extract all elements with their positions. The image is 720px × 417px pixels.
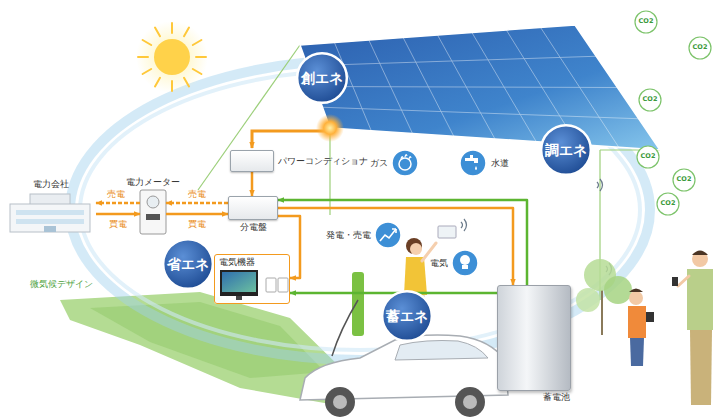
energy-flow-arrow (278, 200, 527, 285)
node-label: ガス (370, 158, 388, 168)
utility-icon: 電気 (452, 250, 478, 276)
water-icon (460, 150, 486, 176)
sun (154, 39, 190, 75)
outlets (266, 278, 288, 292)
wireless-signal (461, 179, 612, 275)
power-meter: 電力メーター (140, 190, 166, 234)
energy-flow-arrow (96, 202, 140, 205)
energy-flow-arrow (278, 208, 513, 285)
text-holder: 発電・売電 (326, 230, 371, 240)
text-holder: 蓄エネ (386, 308, 428, 325)
text-holder: ガス (370, 158, 388, 168)
co2-label: CO2 (643, 96, 658, 104)
node-label: 電気機器 (219, 257, 255, 268)
node-label: 分電盤 (240, 222, 267, 233)
edge-label: 買電 (109, 219, 127, 230)
circle-fill (541, 125, 591, 175)
node-label: 蓄電池 (543, 392, 570, 403)
text-holder: 分電盤 (240, 222, 267, 233)
storage-battery: 蓄電池 (497, 285, 571, 391)
category-circle: 調エネ (539, 123, 593, 177)
node-label: 発電・売電 (326, 230, 371, 240)
trees (576, 259, 632, 335)
co2-label: CO2 (661, 200, 676, 208)
energy-flow-arrow (278, 216, 300, 278)
node-label: 省エネ (167, 256, 209, 273)
node-label: 電力メーター (126, 177, 180, 188)
co2-bubbles (635, 11, 711, 215)
text-holder: 蓄電池 (543, 392, 570, 403)
sunlight-spot (316, 114, 344, 142)
text-holder: 電力会社 (33, 179, 69, 190)
electricity-icon (452, 250, 478, 276)
appliance-panel: 電気機器 (214, 254, 290, 304)
solar-panel-grid (308, 28, 639, 148)
solar-panel (300, 25, 660, 150)
co2-label: CO2 (639, 18, 654, 26)
power-meter-device (140, 190, 166, 234)
energy-flow-arrow (96, 213, 140, 216)
circle-fill (163, 239, 213, 289)
power-company: 電力会社 (6, 192, 96, 234)
text-holder: パワーコンディショナ (278, 156, 368, 166)
category-circle: 創エネ (295, 51, 349, 105)
node-label: 創エネ (301, 70, 343, 87)
circle-fill (297, 53, 347, 103)
text-holder: 調エネ (545, 142, 587, 159)
text-holder: 創エネ (301, 70, 343, 87)
edge-label: 売電 (107, 189, 125, 200)
node-label: 電気 (430, 258, 448, 268)
text-holder: 電力メーター (126, 177, 180, 188)
child-figure (628, 289, 654, 367)
text-holder: 電気機器 (219, 257, 255, 268)
appliance-panel-ground (214, 254, 290, 304)
co2-label: CO2 (641, 153, 656, 161)
text-holder: 省エネ (167, 256, 209, 273)
node-label: 電力会社 (33, 179, 69, 190)
solar-feed-line (252, 131, 326, 148)
control-panel (438, 226, 456, 238)
distribution-board: 分電盤 (228, 196, 278, 220)
category-circle: 省エネ (161, 237, 215, 291)
utility-icon: ガス (392, 150, 418, 176)
utility-icon: 発電・売電 (375, 222, 401, 248)
edge-label: 売電 (188, 189, 206, 200)
gas-icon (392, 150, 418, 176)
sun-glow (136, 21, 208, 93)
ev-charger (352, 272, 364, 336)
utility-icon: 水道 (460, 150, 486, 176)
text-holder: 電気 (430, 258, 448, 268)
node-label: 調エネ (545, 142, 587, 159)
co2-label: CO2 (677, 176, 692, 184)
energy-flow-arrow (166, 202, 228, 205)
man-figure (672, 251, 713, 406)
power-conditioner: パワーコンディショナ (230, 150, 274, 172)
node-label: 水道 (491, 158, 509, 168)
circle-fill (382, 291, 432, 341)
car (300, 335, 508, 417)
sun-rays (138, 23, 206, 91)
power-company-building (10, 194, 90, 232)
co2-label: CO2 (693, 44, 708, 52)
energy-flow-arrow (166, 213, 228, 216)
design-note: 微気候デザイン (30, 279, 93, 289)
energy-flow-arrow (251, 172, 254, 196)
charging-cable (332, 300, 358, 356)
generation-icon (375, 222, 401, 248)
television (220, 270, 258, 300)
node-label: パワーコンディショナ (278, 156, 368, 166)
edge-label: 買電 (188, 219, 206, 230)
category-circle: 蓄エネ (380, 289, 434, 343)
text-holder: 水道 (491, 158, 509, 168)
node-label: 蓄エネ (386, 308, 428, 325)
